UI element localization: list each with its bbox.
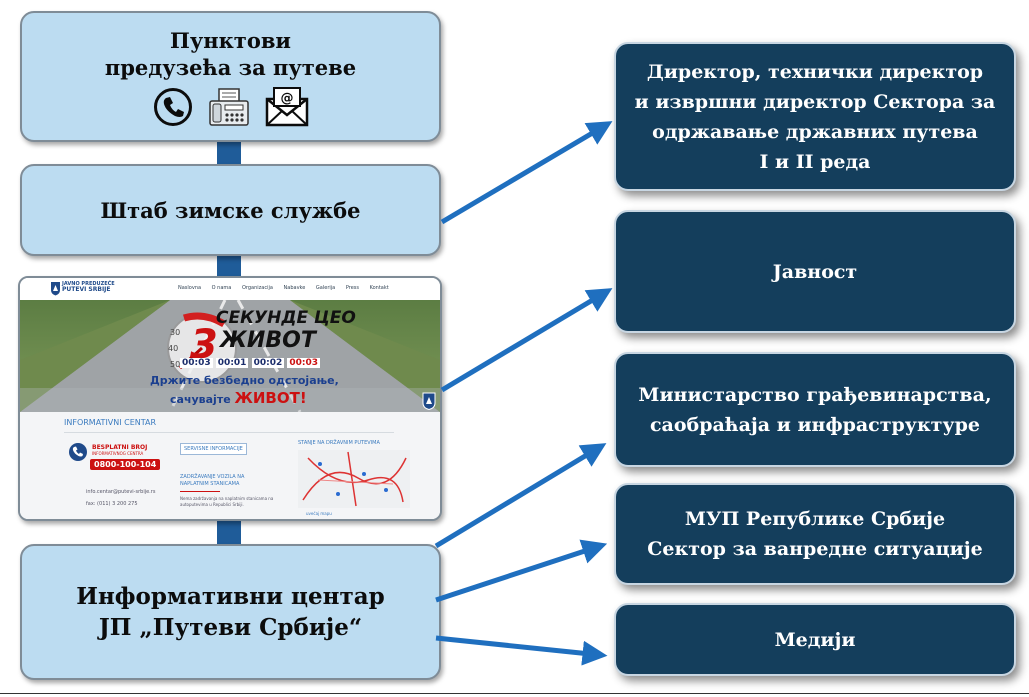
banner-logo-icon (422, 392, 436, 410)
email-icon: @ (265, 86, 308, 126)
toll-divider (180, 491, 220, 492)
website-brand-line2: PUTEVI SRBIJE (62, 286, 111, 293)
info-email[interactable]: info.centar@putevi-srbije.rs (86, 489, 156, 495)
info-divider (64, 432, 394, 433)
director-line3: одржавање државних путева (652, 120, 978, 143)
banner-timers: 00:03 00:01 00:02 00:03 (180, 358, 321, 368)
winter-service-hq-box: Штаб зимске службе (20, 164, 441, 256)
free-number-label-2: INFORMATIVNOG CENTRA (92, 451, 144, 456)
info-section-title: INFORMATIVNI CENTAR (64, 418, 157, 427)
website-nav-procurement[interactable]: Nabavke (283, 285, 306, 291)
gauge-label-40: 40 (168, 344, 179, 353)
timer-2: 00:01 (215, 358, 249, 368)
gauge-label-50: 50 (170, 360, 181, 369)
bottom-divider (0, 693, 1029, 694)
director-line1: Директор, технички директор (646, 60, 984, 83)
ministry-line2: саобраћаја и инфраструктуре (649, 413, 980, 436)
information-center-box: Информативни центар ЈП „Путеви Србије“ (20, 544, 441, 680)
phone-icon (153, 87, 192, 126)
roads-map-image (298, 450, 410, 508)
website-nav-organization[interactable]: Organizacija (241, 285, 273, 291)
service-info-button[interactable]: SERVISNE INFORMACIJE (180, 443, 247, 455)
website-nav-press[interactable]: Press (345, 285, 359, 291)
website-banner: 30 40 50 3 СЕКУНДЕ ЦЕО ЖИВОТ 00:03 00:01… (20, 300, 440, 412)
roads-state-title: STANJE NA DRŽAVNIM PUTEVIMA (298, 440, 380, 446)
banner-road-image (20, 300, 440, 412)
road-companies-title-line2: предузећа за путеве (104, 54, 357, 80)
timer-3: 00:02 (251, 358, 285, 368)
website-screenshot: JAVNO PREDUZEĆE PUTEVI SRBIJE Naslovna O… (18, 276, 442, 521)
banner-title-1: СЕКУНДЕ ЦЕО (216, 308, 356, 328)
website-nav-gallery[interactable]: Galerija (315, 285, 336, 291)
hotline-phone-icon (69, 443, 87, 461)
website-nav-contact[interactable]: Kontakt (369, 285, 389, 291)
arrow-info-to-ministry (434, 443, 607, 549)
road-companies-title-line1: Пунктови (170, 27, 291, 53)
arrow-website-to-public (440, 288, 613, 393)
banner-slogan-2b: ЖИВОТ! (234, 389, 307, 407)
banner-slogan-1: Држите безбедно одстојање, (150, 374, 339, 387)
ministry-line1: Министарство грађевинарства, (638, 383, 992, 406)
public-label: Јавност (772, 260, 858, 283)
mup-box: МУП Републике Србије Сектор за ванредне … (614, 483, 1016, 585)
free-number-label-1: BESPLATNI BROJ (92, 444, 148, 451)
arrow-info-to-mup (435, 539, 608, 603)
arrow-info-to-media (435, 635, 608, 666)
information-center-line2: ЈП „Путеви Србије“ (98, 614, 363, 641)
banner-title-2: ЖИВОТ (220, 328, 316, 353)
mup-line1: МУП Републике Србије (684, 508, 946, 530)
timer-1: 00:03 (180, 358, 213, 368)
website-nav-about[interactable]: O nama (211, 285, 232, 291)
fax-icon (208, 87, 249, 126)
website-brand: JAVNO PREDUZEĆE PUTEVI SRBIJE (62, 281, 115, 293)
connector-bar-bottom (217, 520, 241, 545)
director-box: Директор, технички директор и извршни ди… (614, 42, 1016, 191)
media-box: Медији (614, 603, 1016, 676)
public-box: Јавност (614, 210, 1016, 333)
banner-slogan-2a: сачувајте (170, 393, 231, 406)
director-line4: I и II реда (759, 150, 871, 173)
svg-text:@: @ (280, 91, 293, 106)
website-nav-items: Naslovna O nama Organizacija Nabavke Gal… (178, 285, 398, 291)
road-companies-box: Пунктови предузећа за путеве @ (20, 11, 441, 142)
toll-text-2: autoputevima u Republici Srbiji. (180, 502, 244, 507)
website-nav-home[interactable]: Naslovna (178, 285, 202, 291)
timer-4: 00:03 (287, 358, 321, 368)
toll-text-1: Nema zadržavanja na naplatnim stanicama … (180, 496, 274, 501)
media-label: Медији (774, 628, 856, 651)
gauge-label-30: 30 (170, 328, 181, 337)
contact-icons: @ (153, 86, 309, 127)
winter-service-hq-label: Штаб зимске службе (100, 197, 361, 223)
toll-title-1: ZADRŽAVANJE VOZILA NA (180, 474, 245, 480)
map-enlarge-link[interactable]: uvećaj mapu (306, 511, 332, 516)
information-center-line1: Информативни центар (76, 583, 385, 610)
connector-bar-top (217, 140, 241, 166)
director-line2: и извршни директор Сектора за (634, 90, 996, 113)
website-brand-line1: JAVNO PREDUZEĆE (62, 281, 115, 287)
connector-bar-middle (217, 255, 241, 277)
toll-title-2: NAPLATNIM STANICAMA (180, 481, 240, 487)
ministry-box: Министарство грађевинарства, саобраћаја … (614, 352, 1016, 467)
website-logo-icon (51, 282, 60, 296)
banner-slogan-2: сачувајте ЖИВОТ! (170, 389, 307, 407)
hotline-number[interactable]: 0800-100-104 (90, 459, 161, 470)
information-center-section: INFORMATIVNI CENTAR BESPLATNI BROJ INFOR… (20, 412, 440, 519)
info-fax: fax: (011) 3 200 275 (86, 501, 138, 507)
arrow-hq-to-director (440, 121, 613, 225)
mup-line2: Сектор за ванредне ситуације (647, 538, 983, 560)
